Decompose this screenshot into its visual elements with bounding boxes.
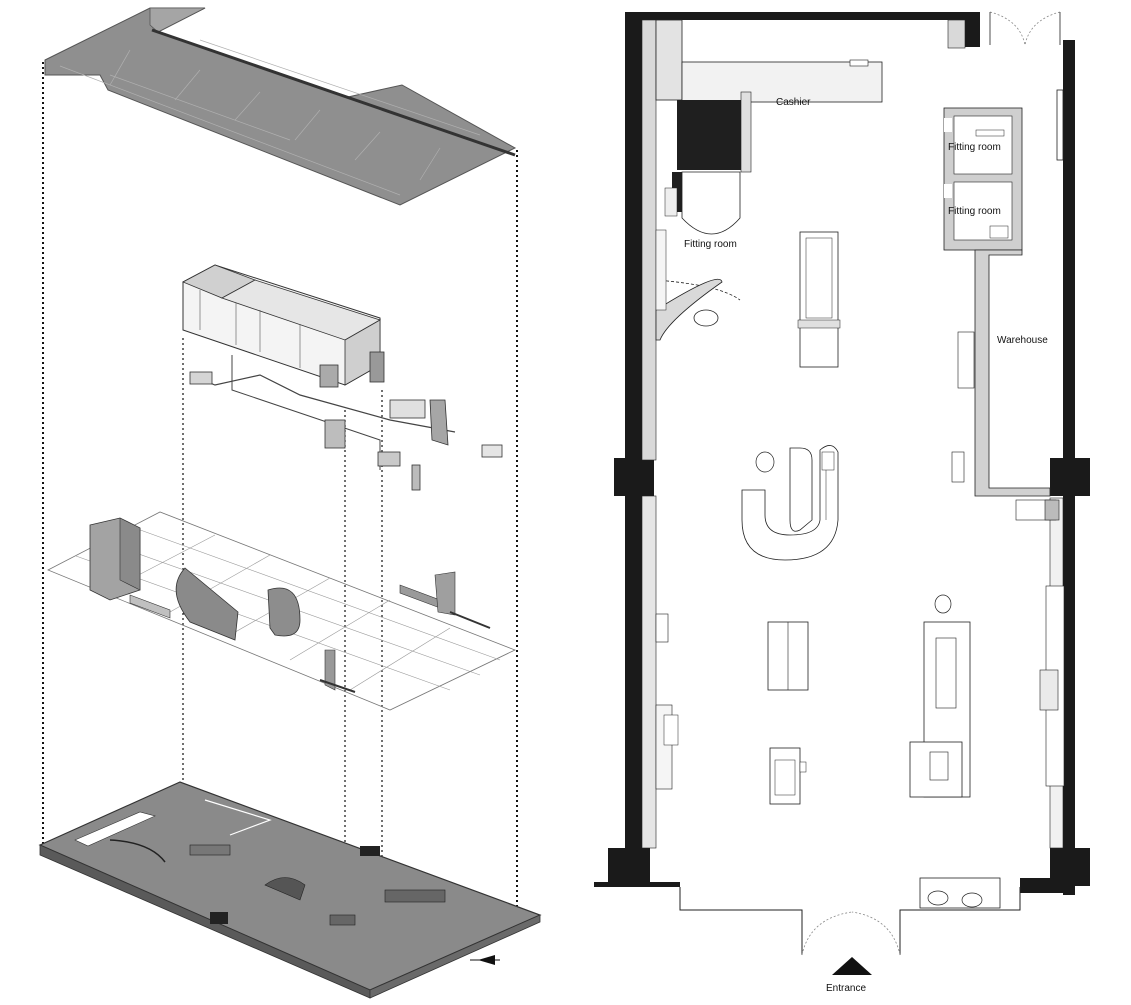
upper-fixtures-layer xyxy=(182,264,503,491)
label-fitting-room-top-1: Fitting room xyxy=(948,142,1001,153)
floor-slab-layer xyxy=(38,781,542,999)
left-partition xyxy=(655,229,741,341)
u-shaped-seating xyxy=(741,445,839,561)
warehouse-room xyxy=(951,249,1060,521)
ceiling-layer xyxy=(44,7,517,206)
floor-plan xyxy=(594,11,1090,975)
projection-guides xyxy=(42,62,518,915)
furniture-grid-layer xyxy=(47,511,517,711)
top-right-doors xyxy=(989,11,1064,161)
axonometric-exploded-view xyxy=(38,7,542,999)
label-cashier: Cashier xyxy=(776,97,811,108)
label-warehouse: Warehouse xyxy=(997,335,1048,346)
bottom-right-seating xyxy=(919,877,1001,909)
left-wall-fixtures xyxy=(655,613,679,790)
label-entrance: Entrance xyxy=(826,983,867,994)
label-fitting-room-top-2: Fitting room xyxy=(948,206,1001,217)
entrance-arrow-icon xyxy=(832,957,872,975)
label-fitting-room-left: Fitting room xyxy=(684,239,737,250)
display-rack-lower-left xyxy=(767,621,809,805)
entrance-frontage xyxy=(679,887,1021,975)
right-wall-fixtures xyxy=(1039,585,1065,787)
display-table-upper xyxy=(797,231,841,368)
cashier-area xyxy=(655,19,883,235)
display-table-lower-right xyxy=(909,594,971,798)
plan-walls xyxy=(594,12,1090,895)
fitting-rooms-right xyxy=(943,107,1023,251)
